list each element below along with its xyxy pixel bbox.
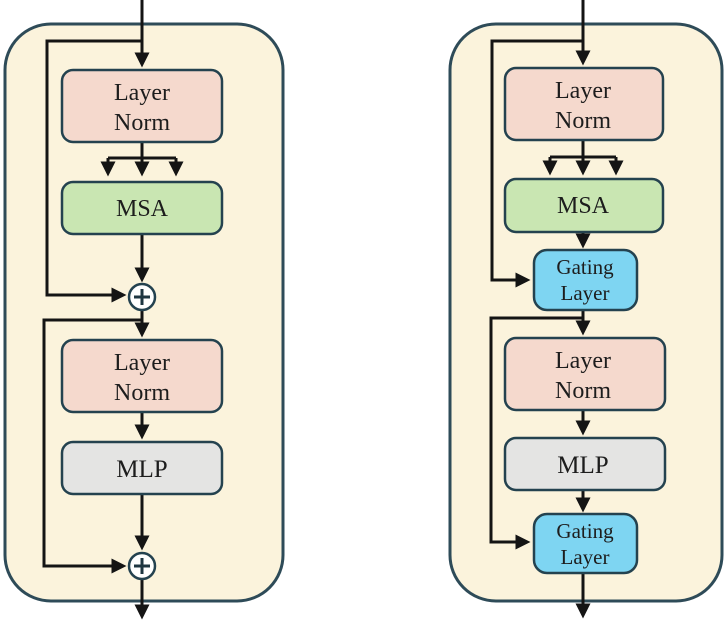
right-layer-norm-2-label-line1: Layer [555, 348, 611, 374]
right-mlp-box [503, 436, 667, 492]
left-layer-norm-1-box [60, 68, 224, 144]
left-add1-plus-icon [134, 289, 150, 305]
right-msa-label: MSA [557, 193, 610, 219]
left-add2-plus-icon [134, 558, 150, 574]
right-msa-box [503, 177, 665, 234]
left-mlp-box [60, 440, 224, 496]
left-residual-skip-1 [45, 39, 142, 303]
left-mlp-label: MLP [116, 456, 167, 483]
left-layer-norm-2-label-line2: Norm [114, 380, 170, 406]
right-layer-norm-2-box [503, 336, 667, 412]
right-mlp-label: MLP [557, 452, 608, 479]
right-layer-norm-1-box [503, 66, 665, 142]
right-gating-skip-1 [490, 39, 583, 288]
right-gating-layer-1-label-line1: Gating [556, 255, 614, 279]
right-layer-norm-2-label-line2: Norm [555, 378, 611, 404]
right-gating-layer-2-box [532, 512, 639, 575]
right-layer-norm-1-label-line1: Layer [555, 78, 611, 104]
left-msa-box [60, 180, 224, 236]
left-layer-norm-1-label-line2: Norm [114, 110, 170, 136]
right-gating-layer-1-label-line2: Layer [561, 281, 610, 305]
left-msa-label: MSA [116, 196, 169, 222]
left-layer-norm-1-label-line1: Layer [114, 80, 170, 106]
right-gating-layer-1-box [532, 248, 639, 312]
left-layer-norm-2-label-line1: Layer [114, 350, 170, 376]
right-layer-norm-1-label-line2: Norm [555, 108, 611, 134]
left-layer-norm-2-box [60, 338, 224, 414]
right-gating-layer-2-label-line2: Layer [561, 545, 610, 569]
left-residual-skip-2 [42, 318, 142, 574]
right-gating-layer-2-label-line1: Gating [556, 519, 614, 543]
right-gating-skip-2 [489, 316, 583, 550]
